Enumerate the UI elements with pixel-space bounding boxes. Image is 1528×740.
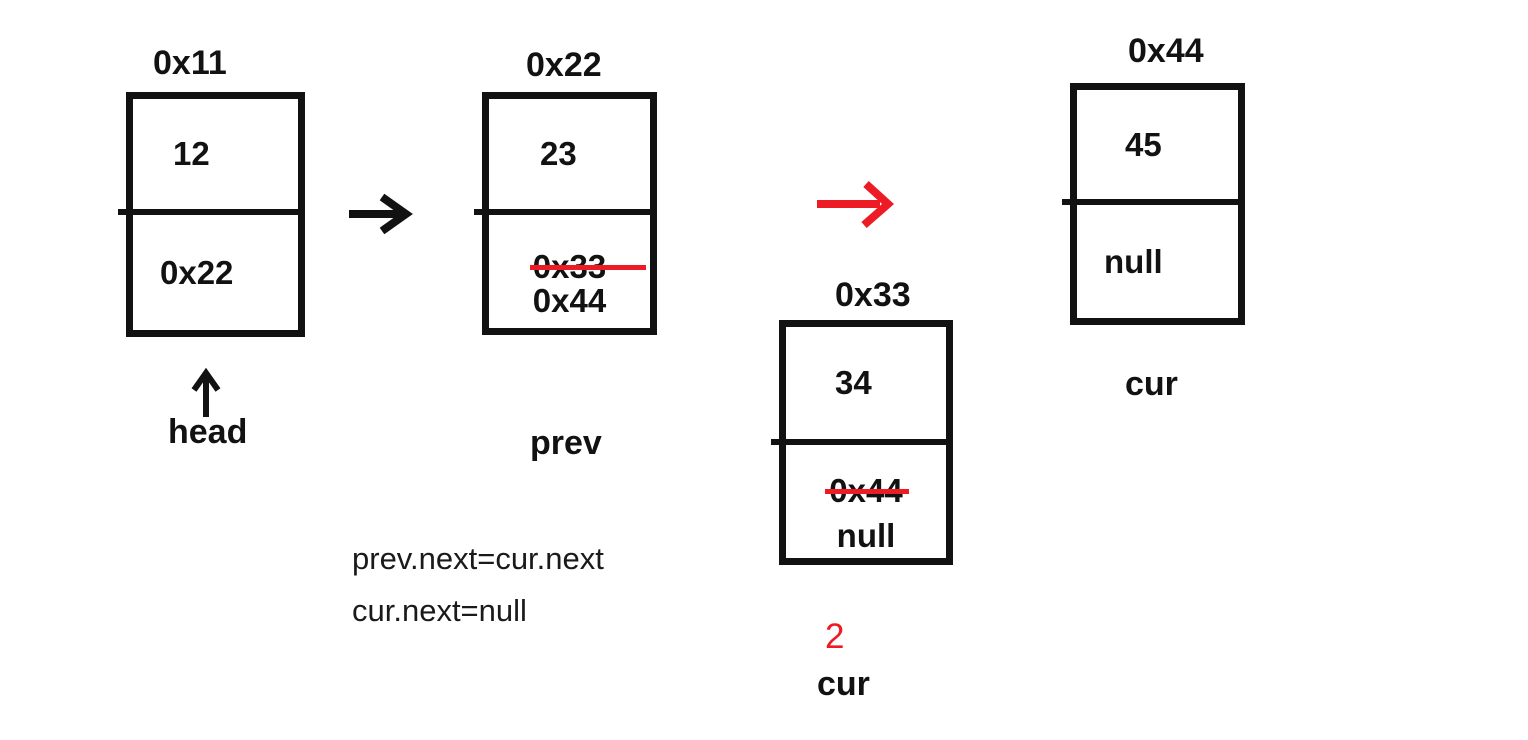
node3-value: 34	[835, 364, 872, 401]
node2-address-label: 0x22	[526, 46, 602, 84]
node3-old-pointer-struck: 0x44	[825, 472, 910, 509]
node1-box: 12 0x22	[118, 92, 305, 337]
node4-address-label: 0x44	[1128, 32, 1204, 70]
node2-old-pointer-struck: 0x33	[529, 247, 647, 285]
node3-divider	[771, 439, 953, 445]
node2-box: 23 0x33 0x44	[474, 92, 657, 335]
node2-value: 23	[540, 135, 577, 172]
cur-label-node3: cur	[817, 665, 870, 703]
node1-value: 12	[173, 135, 210, 172]
traverse-arrow-icon	[817, 181, 895, 229]
node2-next-pointer: 0x33 0x44	[489, 215, 650, 328]
node3-box: 34 0x44 null	[771, 320, 953, 565]
next-arrow-icon	[349, 193, 413, 235]
node3-next-pointer: 0x44 null	[786, 445, 946, 558]
head-arrow-icon	[191, 367, 221, 417]
node4-value: 45	[1125, 125, 1162, 163]
node3-address-label: 0x33	[835, 276, 911, 314]
step-counter: 2	[825, 617, 845, 656]
pseudocode-line-2: cur.next=null	[352, 593, 527, 628]
node1-address-label: 0x11	[153, 44, 227, 82]
node4-next-pointer: null	[1104, 242, 1163, 280]
node1-next-pointer: 0x22	[160, 253, 234, 291]
node2-divider	[474, 209, 657, 215]
pseudocode-block: prev.next=cur.next cur.next=null	[352, 533, 604, 637]
node4-divider	[1062, 199, 1245, 205]
node1-divider	[118, 209, 305, 215]
node3-new-pointer: null	[836, 517, 896, 554]
prev-label: prev	[530, 424, 602, 462]
node2-new-pointer: 0x44	[532, 281, 607, 319]
head-label: head	[168, 413, 248, 451]
cur-label-node4: cur	[1125, 365, 1178, 403]
node4-box: 45 null	[1062, 83, 1245, 325]
pseudocode-line-1: prev.next=cur.next	[352, 541, 604, 576]
